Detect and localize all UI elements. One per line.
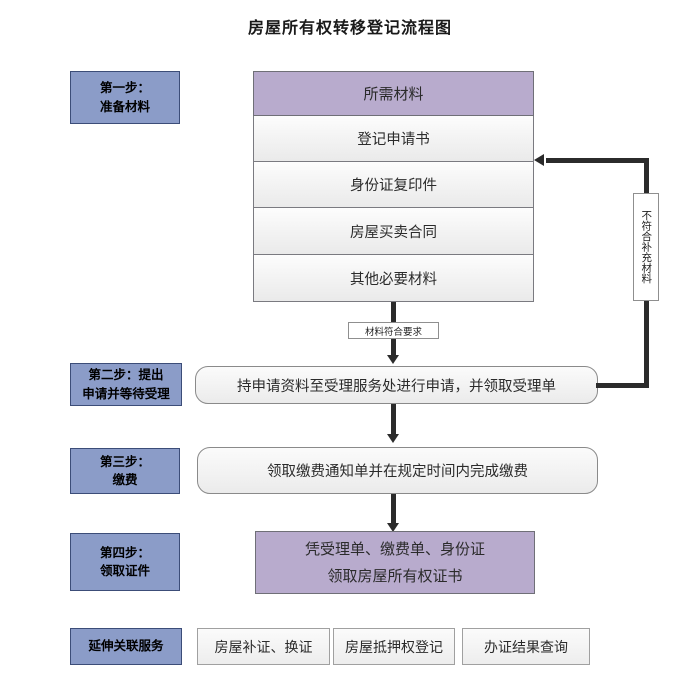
- connector-apply-to-payment: [391, 404, 396, 436]
- arrowhead-to-materials: [534, 154, 544, 166]
- extended-services-label: 延伸关联服务: [88, 638, 164, 654]
- arrowhead-to-payment: [387, 434, 399, 443]
- step-label-3-line1: 第三步：: [99, 453, 150, 469]
- connector-materials-to-label: [391, 302, 396, 324]
- step-label-4: 第四步： 领取证件: [70, 533, 180, 591]
- arrowhead-to-certificate: [387, 523, 399, 532]
- certificate-line-2: 领取房屋所有权证书: [327, 566, 463, 585]
- connector-feedback-bottom: [596, 383, 649, 388]
- connector-payment-to-certificate: [391, 494, 396, 527]
- process-box-payment: 领取缴费通知单并在规定时间内完成缴费: [197, 447, 598, 494]
- edge-label-fail: 不符合补充材料: [633, 193, 659, 301]
- step-label-extended-services: 延伸关联服务: [70, 628, 182, 665]
- material-item: 其他必要材料: [253, 255, 534, 302]
- result-box-certificate: 凭受理单、缴费单、身份证 领取房屋所有权证书: [255, 531, 535, 594]
- process-box-apply: 持申请资料至受理服务处进行申请，并领取受理单: [195, 366, 598, 404]
- step-label-2-line1: 第二步：提出: [88, 367, 164, 383]
- step-label-1: 第一步： 准备材料: [70, 71, 180, 124]
- service-box-reissue[interactable]: 房屋补证、换证: [197, 628, 330, 665]
- step-label-4-line1: 第四步：: [99, 544, 150, 560]
- material-item: 房屋买卖合同: [253, 208, 534, 255]
- materials-header: 所需材料: [253, 71, 534, 116]
- step-label-2: 第二步：提出 申请并等待受理: [70, 363, 182, 406]
- step-label-3: 第三步： 缴费: [70, 448, 180, 494]
- step-label-2-line2: 申请并等待受理: [82, 385, 170, 401]
- page-title: 房屋所有权转移登记流程图: [247, 18, 452, 37]
- service-box-mortgage[interactable]: 房屋抵押权登记: [333, 628, 455, 665]
- edge-label-pass: 材料符合要求: [348, 322, 439, 339]
- step-label-1-line1: 第一步：: [99, 80, 150, 96]
- connector-feedback-top: [546, 158, 647, 163]
- edge-label-fail-text: 不符合补充材料: [640, 210, 653, 284]
- material-item: 身份证复印件: [253, 162, 534, 208]
- connector-label-to-apply: [391, 339, 396, 359]
- arrowhead-to-apply: [387, 355, 399, 364]
- step-label-1-line2: 准备材料: [99, 98, 150, 114]
- step-label-4-line2: 领取证件: [99, 563, 150, 578]
- certificate-line-1: 凭受理单、缴费单、身份证: [304, 540, 485, 559]
- material-item: 登记申请书: [253, 116, 534, 162]
- step-label-3-line2: 缴费: [112, 472, 138, 487]
- service-box-query[interactable]: 办证结果查询: [462, 628, 590, 665]
